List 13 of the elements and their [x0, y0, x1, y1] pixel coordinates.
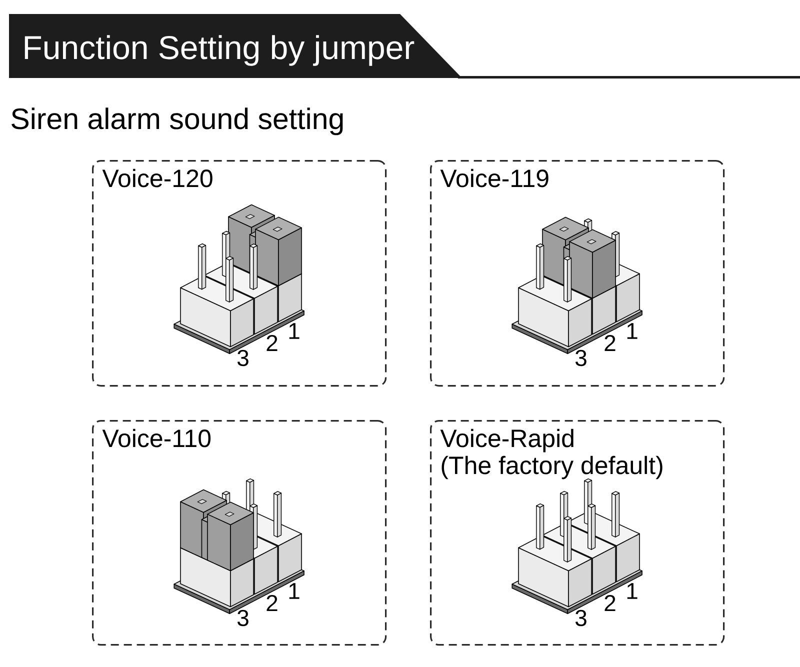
pin-number: 3 — [237, 350, 248, 366]
title-banner: Function Setting by jumper — [9, 14, 462, 78]
pin-number: 2 — [266, 334, 278, 352]
pin-number: 3 — [576, 610, 586, 626]
pin-number: 1 — [627, 323, 638, 339]
pin-number: 3 — [237, 610, 248, 626]
pin-number: 2 — [604, 594, 616, 612]
pin-number: 1 — [627, 583, 638, 599]
pin-number: 3 — [576, 350, 586, 366]
pin-number: 2 — [604, 334, 616, 352]
pin-number: 1 — [289, 323, 300, 339]
pin-number: 2 — [266, 594, 278, 612]
pin-number: 1 — [289, 583, 300, 599]
